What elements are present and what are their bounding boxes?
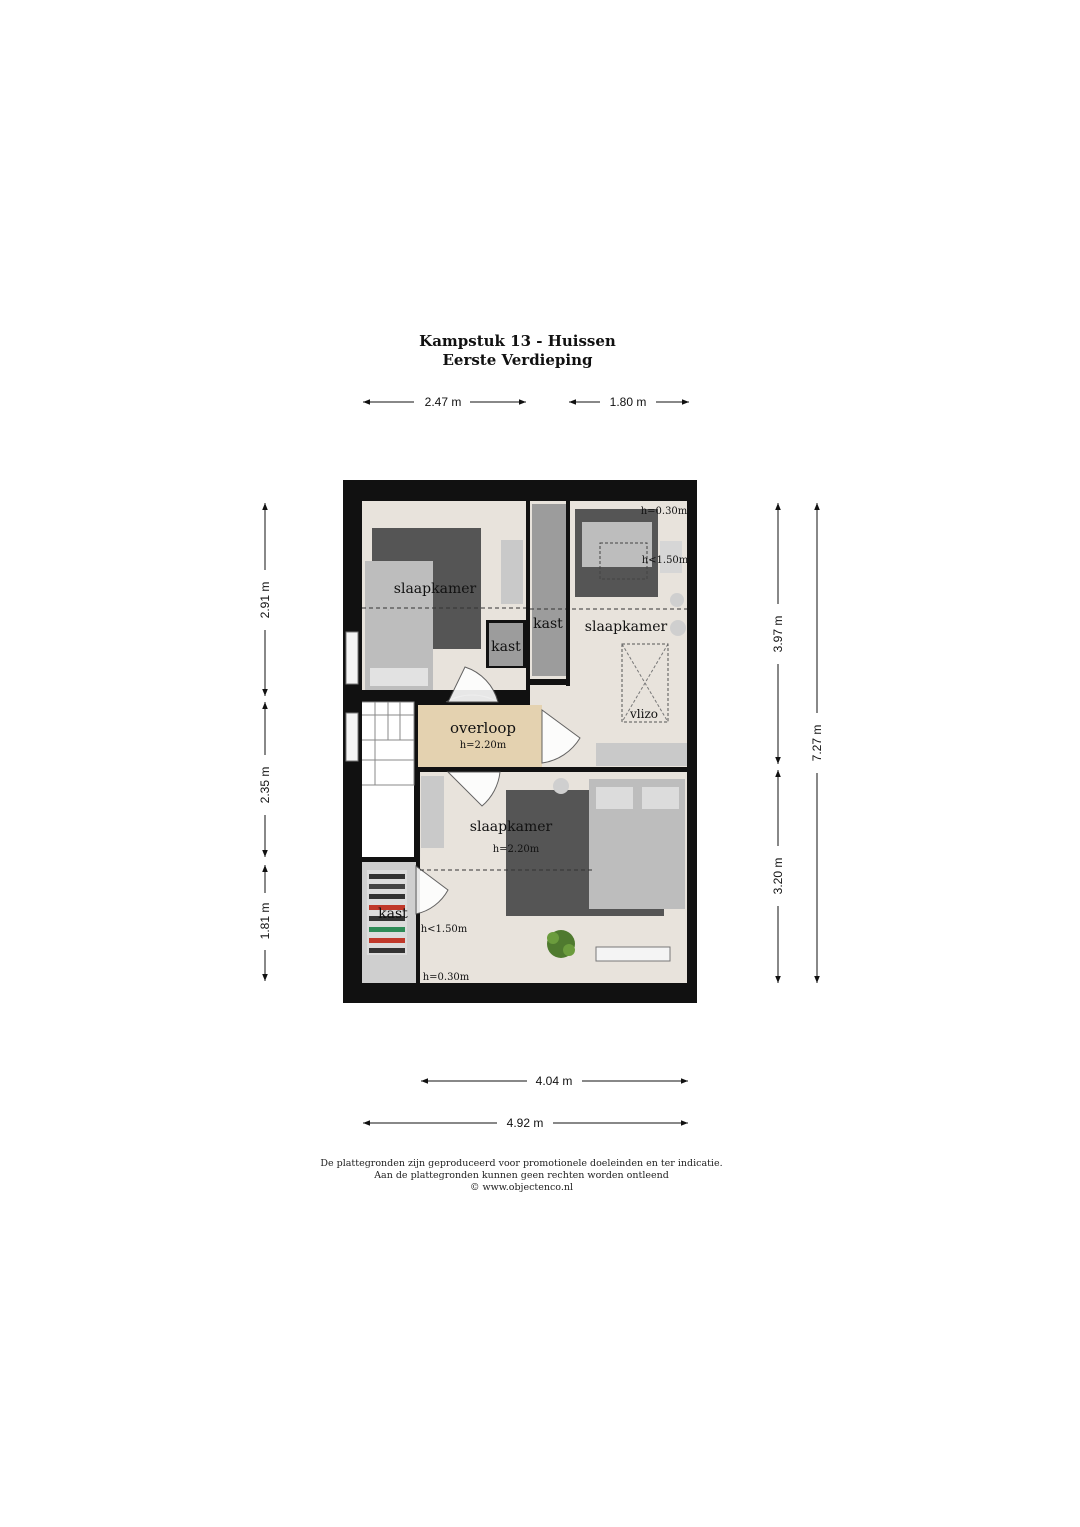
shoe-rack <box>367 870 407 955</box>
pillow <box>642 787 679 809</box>
staircase <box>362 701 415 786</box>
window <box>345 631 359 685</box>
disclaimer-line-2: Aan de plattegronden kunnen geen rechten… <box>374 1170 669 1181</box>
height-label: h<1.50m <box>421 924 468 935</box>
disclaimer-line-1: De plattegronden zijn geproduceerd voor … <box>320 1158 723 1169</box>
plant-icon <box>547 930 575 958</box>
wall <box>526 501 530 691</box>
wall <box>526 679 570 685</box>
bed <box>582 522 652 567</box>
room-label-bedroom: slaapkamer <box>585 619 668 635</box>
dimension-label: 2.91 m <box>258 582 272 619</box>
doors <box>415 666 581 915</box>
landing-floor <box>418 705 542 767</box>
desk <box>596 743 687 766</box>
dimension-label: 1.80 m <box>610 395 647 409</box>
wall <box>343 685 362 713</box>
dimension-left-middle: 2.35 m <box>258 702 272 857</box>
dimension-right-total: 7.27 m <box>810 503 824 983</box>
dimension-label: 4.04 m <box>536 1074 573 1088</box>
wall <box>418 767 448 772</box>
dimension-label: 1.81 m <box>258 903 272 940</box>
lamp-icon <box>553 778 569 794</box>
vlizo-cross <box>621 643 669 723</box>
wall <box>362 690 446 702</box>
dimension-top-right: 1.80 m <box>569 395 689 409</box>
dimension-label: 2.35 m <box>258 767 272 804</box>
room-label-closet: kast <box>378 906 408 922</box>
room-label-closet: kast <box>533 616 563 632</box>
hatch-outline <box>599 542 648 580</box>
stair-void <box>362 785 414 857</box>
room-label-closet: kast <box>491 639 521 655</box>
dimension-label: 3.20 m <box>771 858 785 895</box>
wardrobe <box>421 776 444 848</box>
dimension-label: 2.47 m <box>425 395 462 409</box>
wardrobe <box>501 540 523 604</box>
plan-subtitle: Eerste Verdieping <box>442 351 593 369</box>
dimension-left-lower: 1.81 m <box>258 865 272 981</box>
vlizo-label: vlizo <box>629 707 658 721</box>
pillow <box>370 668 428 686</box>
wall <box>416 862 420 983</box>
room-label-bedroom: slaapkamer <box>470 819 553 835</box>
dimension-label: 4.92 m <box>507 1116 544 1130</box>
lamp-icon <box>670 620 686 636</box>
height-label: h=0.30m <box>641 506 688 517</box>
dimension-label: 7.27 m <box>810 725 824 762</box>
height-label: h=2.20m <box>493 844 540 855</box>
height-label: h=0.30m <box>423 972 470 983</box>
wall <box>414 702 418 862</box>
height-label: h<1.50m <box>642 555 689 566</box>
dimension-left-upper: 2.91 m <box>258 503 272 696</box>
dimension-bottom-inner: 4.04 m <box>421 1074 688 1088</box>
window <box>345 712 359 762</box>
wall <box>502 767 687 772</box>
plan-title: Kampstuk 13 - Huissen <box>419 332 616 350</box>
dimension-right-upper: 3.97 m <box>771 503 785 764</box>
lamp-icon <box>670 593 684 607</box>
dimension-bottom-total: 4.92 m <box>363 1116 688 1130</box>
copyright-line: © www.objectenco.nl <box>469 1182 574 1193</box>
dimension-top-left: 2.47 m <box>363 395 526 409</box>
height-label: h=2.20m <box>460 740 507 751</box>
vlizo-hatch <box>621 643 669 723</box>
room-label-bedroom: slaapkamer <box>394 581 477 597</box>
wall <box>362 857 420 862</box>
room-label-landing: overloop <box>450 719 516 737</box>
closet-small <box>489 623 523 666</box>
window <box>595 946 671 962</box>
dimension-right-lower: 3.20 m <box>771 770 785 983</box>
nightstand <box>660 541 682 573</box>
closet-tall <box>532 504 566 676</box>
pillow <box>596 787 633 809</box>
dimension-label: 3.97 m <box>771 616 785 653</box>
wall <box>500 690 530 702</box>
wall <box>566 501 570 686</box>
